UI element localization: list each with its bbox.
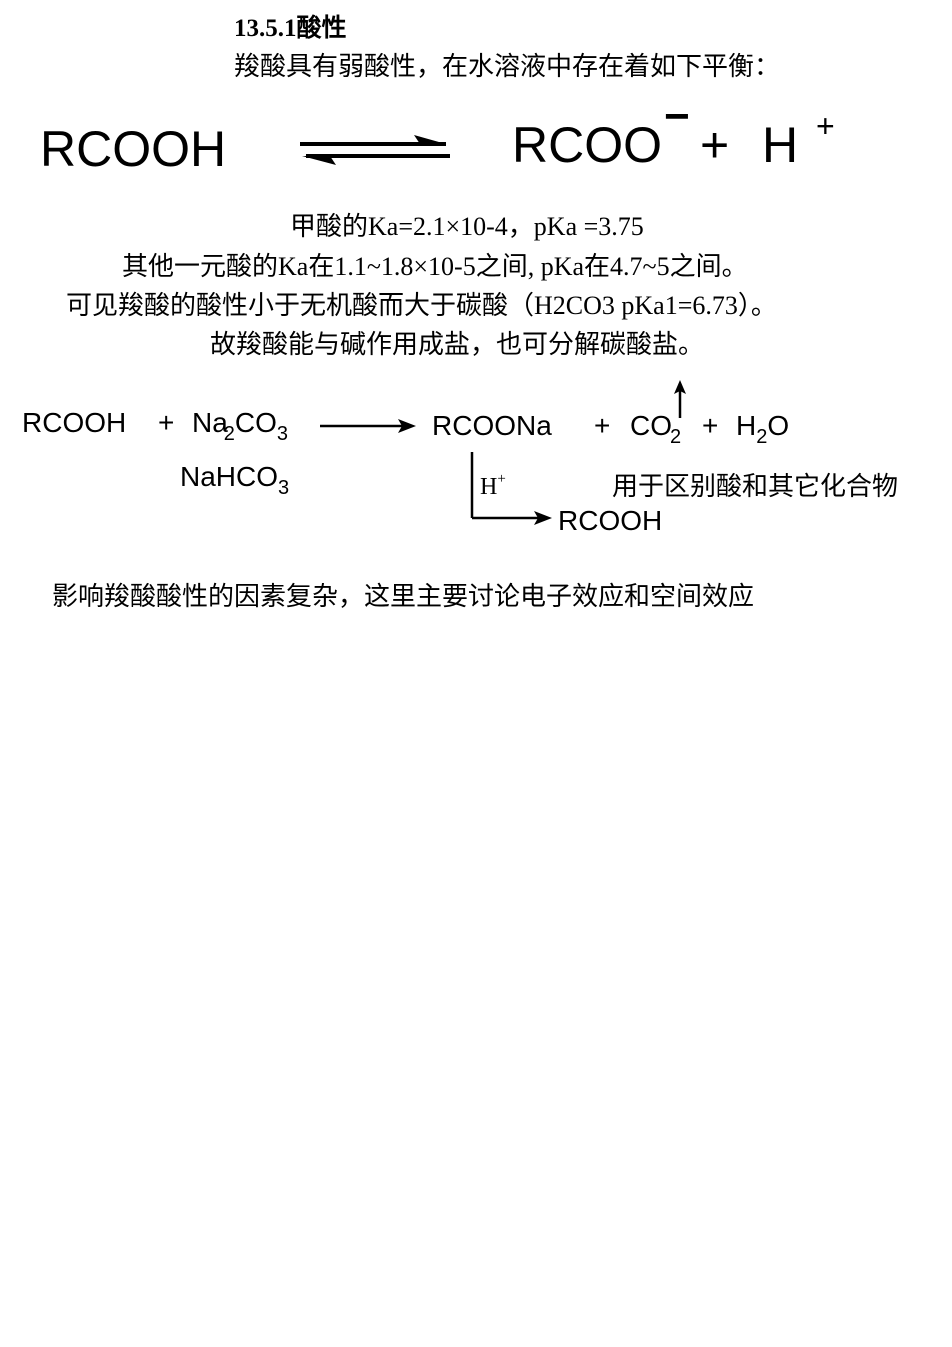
reaction-plus-1: + xyxy=(158,407,175,438)
proton-charge: + xyxy=(816,108,835,144)
acid-charge: + xyxy=(497,471,506,487)
water: H2O xyxy=(736,410,790,448)
nahco-symbol: NaHCO xyxy=(180,461,279,492)
reaction-arrow xyxy=(320,419,416,433)
equilibrium-arrows xyxy=(300,135,450,165)
water-o: O xyxy=(767,410,790,441)
reaction-plus-3: + xyxy=(702,410,719,441)
water-h: H xyxy=(736,410,757,441)
equilibrium-reactant: RCOOH xyxy=(40,121,227,177)
co2-subscript: 2 xyxy=(670,426,682,448)
carbon-dioxide: CO2 xyxy=(630,410,681,448)
acid-label: H+ xyxy=(480,471,506,501)
water-subscript: 2 xyxy=(756,426,768,448)
reaction-plus-2: + xyxy=(594,410,611,441)
reactant-acid: RCOOH xyxy=(22,407,127,438)
co-symbol: CO xyxy=(234,407,277,438)
section-title: 13.5.1酸性 xyxy=(234,15,347,42)
equilibrium-carboxylate: RCOO xyxy=(512,117,662,173)
equilibrium-proton: H xyxy=(762,117,799,173)
formic-acid-line: 甲酸的Ka=2.1×10-4，pKa =3.75 xyxy=(290,212,644,241)
sodium-carbonate: Na2CO3 xyxy=(192,407,288,445)
intro-text: 羧酸具有弱酸性，在水溶液中存在着如下平衡： xyxy=(234,52,781,82)
comparison-line: 可见羧酸的酸性小于无机酸而大于碳酸（H2CO3 pKa1=6.73）。 xyxy=(66,291,777,320)
regenerated-acid: RCOOH xyxy=(558,505,663,536)
gas-evolution-arrow xyxy=(674,380,686,418)
closing-text: 影响羧酸酸性的因素复杂，这里主要讨论电子效应和空间效应 xyxy=(52,582,755,612)
co2-symbol: CO xyxy=(630,410,672,441)
acid-h: H xyxy=(480,474,498,500)
na-subscript: 2 xyxy=(223,423,235,445)
nahco-subscript: 3 xyxy=(278,477,290,499)
salt-formation-line: 故羧酸能与碱作用成盐，也可分解碳酸盐。 xyxy=(210,330,705,359)
carboxylate-charge: − xyxy=(664,92,690,141)
equilibrium-plus: + xyxy=(700,117,730,173)
na-symbol: Na xyxy=(192,407,228,438)
monoacid-line: 其他一元酸的Ka在1.1~1.8×10-5之间, pKa在4.7~5之间。 xyxy=(122,252,748,281)
sodium-carboxylate: RCOONa xyxy=(432,410,552,441)
co-subscript: 3 xyxy=(276,423,289,445)
distinction-note: 用于区别酸和其它化合物 xyxy=(612,472,899,502)
sodium-bicarbonate: NaHCO3 xyxy=(180,461,289,499)
acidification-arrow xyxy=(470,452,552,525)
